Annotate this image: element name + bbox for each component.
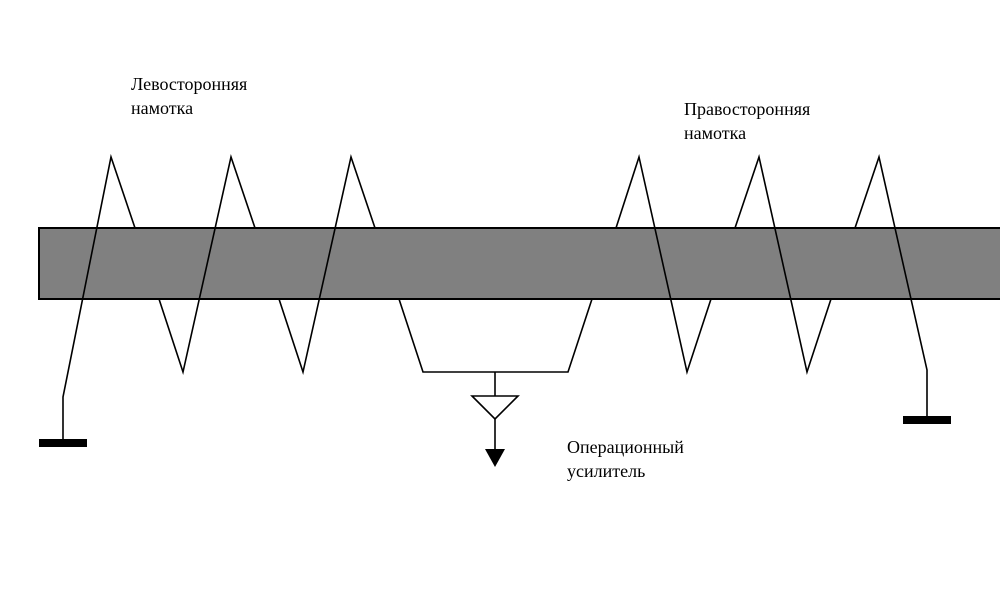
left-winding-label-line2: намотка: [131, 98, 194, 118]
left-winding-turn: [278, 154, 376, 376]
core-bar: [38, 227, 1000, 300]
right-winding-turn: [734, 154, 832, 376]
right-winding-label-line2: намотка: [684, 123, 747, 143]
right-ground-bar: [903, 416, 951, 424]
left-winding-label-line1: Левосторонняя: [131, 74, 248, 94]
right-winding-turn: [615, 153, 712, 376]
left-winding-turn: [158, 154, 256, 376]
center-loop-wire: [398, 298, 593, 373]
right-winding-label-line1: Правосторонняя: [684, 99, 811, 119]
op-amp-label-line1: Операционный: [567, 437, 684, 457]
right-winding-label: Правосторонняя намотка: [684, 97, 810, 145]
op-amp-triangle-icon: [470, 395, 520, 421]
left-ground-bar: [39, 439, 87, 447]
op-amp-output-arrow-icon: [485, 449, 505, 467]
center-connection: [398, 298, 593, 467]
op-amp-label-line2: усилитель: [567, 461, 646, 481]
right-winding: [615, 153, 951, 424]
left-winding-label: Левосторонняя намотка: [131, 72, 247, 120]
right-winding-lead: [854, 154, 928, 418]
left-winding-lead: [62, 153, 136, 443]
op-amp-label: Операционный усилитель: [567, 435, 684, 483]
left-winding: [39, 153, 376, 447]
